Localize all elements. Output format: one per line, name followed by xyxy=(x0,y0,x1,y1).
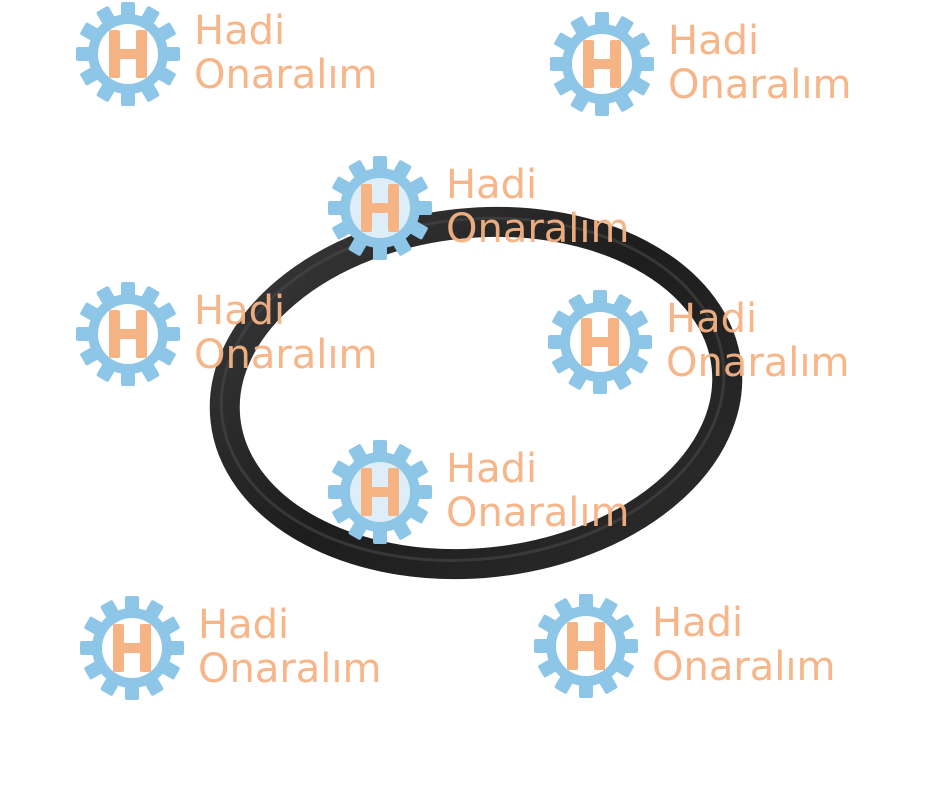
o-ring xyxy=(209,206,743,580)
